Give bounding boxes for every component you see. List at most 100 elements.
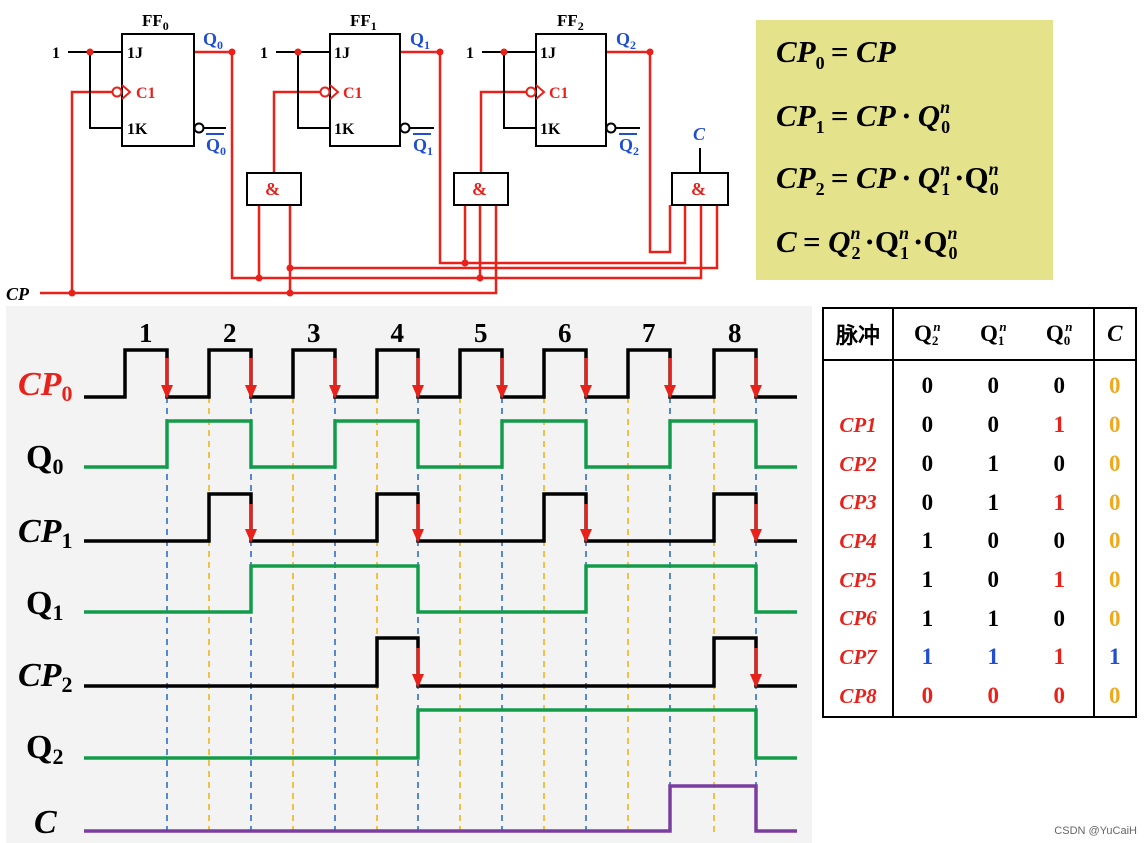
cp0-arrow-6-head [580, 385, 592, 399]
cell-pulse [823, 360, 894, 407]
carry-output-label: C [693, 124, 706, 144]
header-pulse: 脉冲 [823, 308, 894, 361]
carry-trace [84, 784, 797, 833]
cell-pulse: CP4 [823, 522, 894, 561]
q2-trace [84, 708, 797, 760]
cell-q2: 1 [921, 528, 934, 554]
cell-c: 0 [1092, 522, 1136, 561]
cell-q1: 1 [987, 644, 1000, 670]
pulse-number-4: 4 [391, 318, 405, 348]
cell-q0: 0 [1053, 605, 1065, 631]
cell-q2: 1 [921, 605, 934, 631]
cell-q2: 0 [921, 372, 934, 398]
cp2-arrow-4-head [412, 674, 424, 688]
cp1-arrow-8-head [750, 529, 762, 543]
cell-pulse: CP3 [823, 483, 894, 523]
cp0-arrow-8-head [750, 385, 762, 399]
pulse-number-2: 2 [223, 318, 237, 348]
cell-pulse: CP8 [823, 676, 894, 717]
cell-c: 0 [1092, 599, 1136, 639]
q1-output-label: Q1 [410, 29, 430, 52]
pulse-number-1: 1 [139, 318, 153, 348]
header-q2: Q2n [893, 308, 961, 361]
q1-trace [84, 564, 797, 614]
q0-trace [84, 419, 797, 469]
q2-output-label: Q2 [616, 29, 636, 52]
table-row: 0 0 0 0 [823, 360, 1136, 407]
cell-q2: 1 [921, 644, 934, 670]
q0-output-label: Q0 [203, 29, 223, 52]
ff1-pin-j: 1J [334, 45, 350, 62]
signal-label-6: Q2 [26, 729, 63, 769]
ff2-title: FF2 [557, 11, 584, 33]
cell-q1: 0 [987, 567, 1000, 593]
cell-q1: 1 [987, 489, 1000, 515]
cell-q2: 0 [921, 683, 934, 709]
header-q0: Q0n [1025, 308, 1094, 361]
cell-c: 0 [1092, 406, 1136, 445]
and-gate-1-label: & [265, 179, 280, 199]
signal-label-3: CP1 [18, 513, 72, 553]
cp0-arrow-5-head [496, 385, 508, 399]
ff2-pin-k: 1K [540, 121, 561, 138]
junction-dots [68, 48, 654, 297]
and-gate-1 [246, 172, 302, 206]
cell-c: 0 [1092, 483, 1136, 523]
signal-label-5: CP2 [18, 657, 72, 697]
table-row: CP6 1 1 0 0 [823, 599, 1136, 639]
and-gate-3 [671, 172, 729, 206]
circuit-diagram: FF0 FF1 FF2 1J C1 1K 1J C1 1K 1J C1 1K 1… [6, 11, 729, 304]
signal-label-1: CP0 [18, 366, 72, 406]
cp2-trace [84, 636, 797, 688]
cell-q2: 0 [921, 451, 934, 477]
and-gate-2 [453, 172, 509, 206]
cell-q2: 1 [921, 567, 934, 593]
falling-edge-arrows [161, 358, 762, 688]
ff2-input-one: 1 [466, 45, 474, 62]
cell-c: 0 [1092, 444, 1136, 484]
ff1-title: FF1 [350, 11, 377, 33]
state-table-header: 脉冲 Q2n Q1n Q0n C [823, 308, 1136, 361]
cell-q1: 0 [987, 528, 1000, 554]
cp1-arrow-6-head [580, 529, 592, 543]
cell-q0: 1 [1053, 567, 1065, 593]
signal-traces [84, 348, 797, 833]
cell-c: 0 [1092, 560, 1136, 600]
cell-pulse: CP6 [823, 599, 894, 639]
ff0-input-one: 1 [52, 45, 60, 62]
cp0-trace [84, 348, 797, 399]
q2-bar-label: Q2 [619, 135, 639, 158]
header-c: C [1092, 308, 1136, 361]
signal-label-7: C [34, 804, 57, 841]
cp0-arrow-3-head [329, 385, 341, 399]
ff2-pin-c: C1 [549, 85, 569, 102]
cp0-arrow-1-head [161, 385, 173, 399]
cell-c: 0 [1092, 360, 1136, 407]
ff2-pin-j: 1J [540, 45, 556, 62]
cell-q1: 0 [987, 372, 1000, 398]
cp1-arrow-2-head [245, 529, 257, 543]
q0-bar-label: Q0 [206, 135, 226, 158]
cell-q1: 1 [987, 605, 1000, 631]
signal-label-4: Q1 [26, 585, 63, 625]
cell-q0: 1 [1053, 489, 1065, 515]
ff1-block [319, 33, 434, 147]
cell-q0: 0 [1053, 372, 1065, 398]
ff0-pin-c: C1 [136, 85, 156, 102]
header-q1: Q1n [960, 308, 1026, 361]
pulse-number-5: 5 [474, 318, 488, 348]
cp0-arrow-7-head [664, 385, 676, 399]
cell-q0: 1 [1053, 644, 1065, 670]
ff0-title: FF0 [142, 11, 169, 33]
cp0-arrow-2-head [245, 385, 257, 399]
cell-q0: 0 [1053, 683, 1065, 709]
